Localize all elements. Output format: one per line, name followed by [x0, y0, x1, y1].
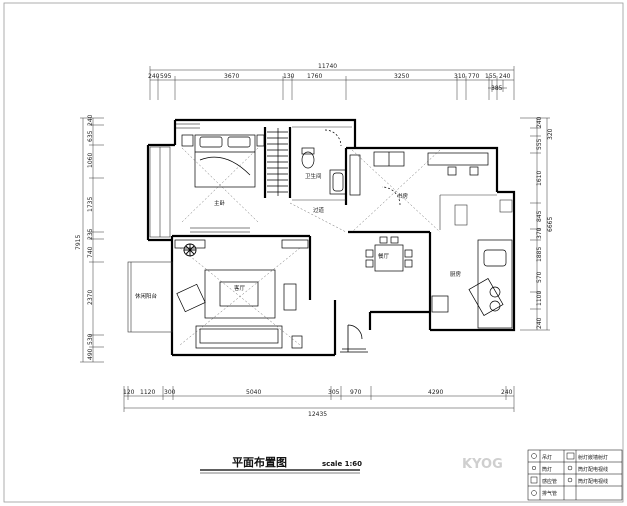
- left-dim-6: 2370: [87, 290, 94, 305]
- room-label-bathroom: 卫生间: [305, 172, 322, 180]
- legend-row-0-left: 吊灯: [542, 454, 552, 461]
- top-dim-4: 1760: [307, 73, 322, 80]
- bottom-dim-5: 970: [350, 389, 362, 396]
- drawing-scale: scale 1:60: [322, 460, 362, 468]
- room-label-master-bedroom: 主卧: [214, 199, 226, 207]
- right-dim-3: 1610: [536, 171, 543, 186]
- left-dim-3: 1735: [87, 197, 94, 212]
- top-dim-8: 155: [485, 73, 497, 80]
- left-dim-4: 235: [87, 228, 94, 240]
- drawing-title: 平面布置图: [232, 455, 287, 469]
- top-dim-7: 770: [468, 73, 480, 80]
- bathroom-fixtures: [301, 129, 347, 195]
- legend-row-1-right: 筒灯配电视线: [578, 466, 608, 473]
- bed: [181, 134, 265, 188]
- bottom-dim-2: 300: [164, 389, 176, 396]
- entrance-door: [340, 324, 368, 353]
- bottom-dimension-chain: [123, 386, 515, 412]
- right-dimension-chain: [520, 117, 550, 331]
- bottom-dim-1: 1120: [140, 389, 155, 396]
- left-dim-0: 240: [87, 114, 94, 126]
- study-furniture: [349, 151, 489, 206]
- bottom-dim-3: 5040: [246, 389, 261, 396]
- left-total-dim: 7915: [75, 235, 82, 250]
- top-dim-6: 310: [454, 73, 466, 80]
- kitchen-counter: [431, 239, 513, 329]
- top-dim-0: 240: [148, 73, 160, 80]
- sheet-border: [3, 2, 624, 503]
- top-dim-3: 130: [283, 73, 295, 80]
- right-total-dim: 6665: [547, 217, 554, 232]
- right-dim-8: 1100: [536, 291, 543, 306]
- legend-row-1-left: 筒灯: [542, 466, 552, 473]
- left-dim-2: 1060: [87, 153, 94, 168]
- top-dim-5: 3250: [394, 73, 409, 80]
- ceiling-guide-lines: [179, 147, 441, 346]
- left-dimension-chain: [80, 117, 104, 363]
- dining-set: [365, 236, 413, 272]
- legend-row-3-left: 排气管: [542, 490, 557, 497]
- legend-row-2-left: 感应管: [542, 478, 557, 485]
- top-dim-extra: 385: [491, 85, 503, 92]
- walls: [146, 118, 516, 357]
- room-label-living-room: 客厅: [234, 284, 246, 292]
- top-total-dim: 11740: [318, 63, 337, 70]
- bottom-dim-7: 240: [501, 389, 513, 396]
- living-room-furniture: [174, 239, 309, 349]
- wardrobe-hatching: [267, 128, 288, 196]
- bottom-dim-0: 120: [123, 389, 135, 396]
- right-dim-2: 555: [536, 138, 543, 150]
- top-dimension-chain: [149, 66, 515, 100]
- room-label-dining-room: 餐厅: [378, 252, 390, 260]
- room-label-kitchen: 厨房: [450, 270, 462, 278]
- thin-partitions: [127, 126, 513, 333]
- right-dim-5: 370: [536, 227, 543, 239]
- left-dim-1: 635: [87, 130, 94, 142]
- bottom-total-dim: 12435: [308, 411, 327, 418]
- room-label-corridor: 过道: [313, 206, 325, 214]
- left-dim-5: 740: [87, 246, 94, 258]
- legend-row-0-right: 射灯嵌墙射灯: [578, 454, 608, 461]
- top-dim-1: 595: [160, 73, 172, 80]
- chandelier-icon: [183, 243, 197, 257]
- bedroom-window-hatch: [176, 123, 250, 233]
- top-dim-2: 3670: [224, 73, 239, 80]
- title-block: [200, 469, 360, 474]
- right-dim-4: 845: [536, 210, 543, 222]
- legend-row-2-right: 筒灯配电视线: [578, 478, 608, 485]
- left-dim-7: 530: [87, 333, 94, 345]
- top-dim-9: 240: [499, 73, 511, 80]
- room-label-leisure-balcony: 休闲阳台: [135, 292, 158, 300]
- right-dim-6: 1885: [536, 247, 543, 262]
- right-dim-9: 240: [536, 317, 543, 329]
- right-dim-1: 240: [536, 116, 543, 128]
- right-dim-7: 570: [536, 271, 543, 283]
- watermark-logo: KYOG: [462, 457, 503, 472]
- bottom-dim-4: 305: [328, 389, 340, 396]
- left-dim-8: 490: [87, 348, 94, 360]
- right-dim-0: 320: [547, 128, 554, 140]
- room-label-study: 书房: [397, 192, 409, 200]
- bottom-dim-6: 4290: [428, 389, 443, 396]
- legend-table: [527, 449, 623, 501]
